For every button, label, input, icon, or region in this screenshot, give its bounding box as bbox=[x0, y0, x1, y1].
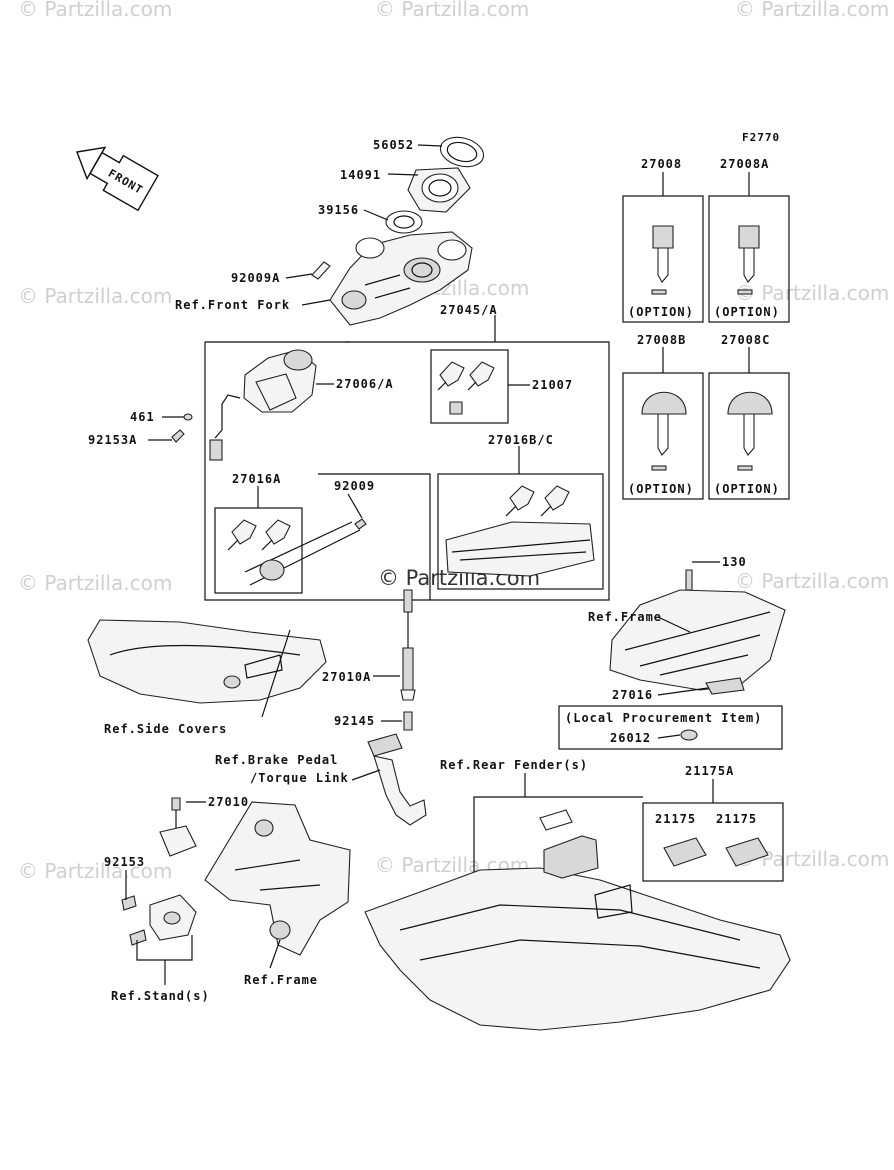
key-set-27045 bbox=[437, 361, 495, 415]
label-ref-frame-top: Ref.Frame bbox=[588, 610, 662, 624]
label-14091: 14091 bbox=[340, 168, 381, 182]
label-39156: 39156 bbox=[318, 203, 359, 217]
label-ref-rear-fender: Ref.Rear Fender(s) bbox=[440, 758, 588, 772]
frame-lines bbox=[204, 195, 790, 900]
label-ref-frame-bottom: Ref.Frame bbox=[244, 973, 318, 987]
label-27045: 27045/A bbox=[440, 303, 498, 317]
key-27008c bbox=[727, 391, 773, 471]
side-stand-switch bbox=[121, 797, 197, 946]
watermark-text: © Partzilla.com bbox=[375, 0, 529, 21]
label-27016: 27016 bbox=[612, 688, 653, 702]
label-option: (OPTION) bbox=[628, 305, 694, 319]
frame-assembly-top bbox=[609, 569, 786, 741]
seat-lock-cable bbox=[400, 589, 416, 731]
watermark-text: © Partzilla.com bbox=[735, 281, 889, 305]
watermark-text: © Partzilla.com bbox=[18, 0, 172, 21]
clip-21175-left bbox=[663, 837, 707, 867]
label-torque-link: /Torque Link bbox=[250, 771, 349, 785]
key-27008b bbox=[641, 391, 687, 471]
leader-lines bbox=[125, 144, 750, 985]
watermark-text: © Partzilla.com bbox=[18, 859, 172, 883]
label-92145: 92145 bbox=[334, 714, 375, 728]
steering-head-assembly bbox=[311, 136, 485, 326]
watermark-text: © Partzilla.com bbox=[735, 0, 889, 21]
key-27008a bbox=[737, 225, 760, 295]
label-ref-front-fork: Ref.Front Fork bbox=[175, 298, 290, 312]
clip-21175-right bbox=[725, 837, 769, 867]
label-21175-left: 21175 bbox=[655, 812, 696, 826]
watermark-layer: © Partzilla.com © Partzilla.com © Partzi… bbox=[18, 0, 889, 883]
label-56052: 56052 bbox=[373, 138, 414, 152]
brake-pedal bbox=[367, 733, 427, 826]
label-92153: 92153 bbox=[104, 855, 145, 869]
ignition-switch bbox=[171, 349, 317, 461]
label-option: (OPTION) bbox=[714, 482, 780, 496]
watermark-text: © Partzilla.com bbox=[18, 284, 172, 308]
label-27008c: 27008C bbox=[721, 333, 770, 347]
frame-assembly-bottom bbox=[204, 801, 351, 956]
seat-lock-parts bbox=[244, 518, 367, 586]
label-27006: 27006/A bbox=[336, 377, 394, 391]
watermark-text: © Partzilla.com bbox=[18, 571, 172, 595]
label-461: 461 bbox=[130, 410, 155, 424]
label-27016bc: 27016B/C bbox=[488, 433, 554, 447]
side-cover bbox=[87, 619, 327, 704]
label-21007: 21007 bbox=[532, 378, 573, 392]
label-27010a: 27010A bbox=[322, 670, 371, 684]
label-21175a: 21175A bbox=[685, 764, 734, 778]
front-arrow-label: FRONT bbox=[106, 167, 146, 197]
label-27008b: 27008B bbox=[637, 333, 686, 347]
key-27008 bbox=[651, 225, 674, 295]
key-set-27016bc bbox=[445, 485, 595, 577]
label-26012: 26012 bbox=[610, 731, 651, 745]
label-92009: 92009 bbox=[334, 479, 375, 493]
label-local-procurement: (Local Procurement Item) bbox=[565, 711, 762, 725]
label-92009a: 92009A bbox=[231, 271, 280, 285]
callout-labels: 56052 14091 39156 92009A Ref.Front Fork … bbox=[88, 138, 780, 1003]
front-arrow-icon: FRONT bbox=[76, 146, 159, 212]
rear-fender bbox=[364, 809, 791, 1031]
label-92153a: 92153A bbox=[88, 433, 137, 447]
label-27008a: 27008A bbox=[720, 157, 769, 171]
label-21175-right: 21175 bbox=[716, 812, 757, 826]
label-ref-brake-pedal: Ref.Brake Pedal bbox=[215, 753, 338, 767]
label-option: (OPTION) bbox=[628, 482, 694, 496]
label-option: (OPTION) bbox=[714, 305, 780, 319]
key-set-27016a bbox=[227, 519, 291, 551]
label-27016a: 27016A bbox=[232, 472, 281, 486]
label-27008: 27008 bbox=[641, 157, 682, 171]
watermark-text: © Partzilla.com bbox=[735, 569, 889, 593]
label-130: 130 bbox=[722, 555, 747, 569]
label-ref-stands: Ref.Stand(s) bbox=[111, 989, 210, 1003]
figure-code: F2770 bbox=[742, 131, 780, 144]
label-ref-side-covers: Ref.Side Covers bbox=[104, 722, 227, 736]
label-27010: 27010 bbox=[208, 795, 249, 809]
